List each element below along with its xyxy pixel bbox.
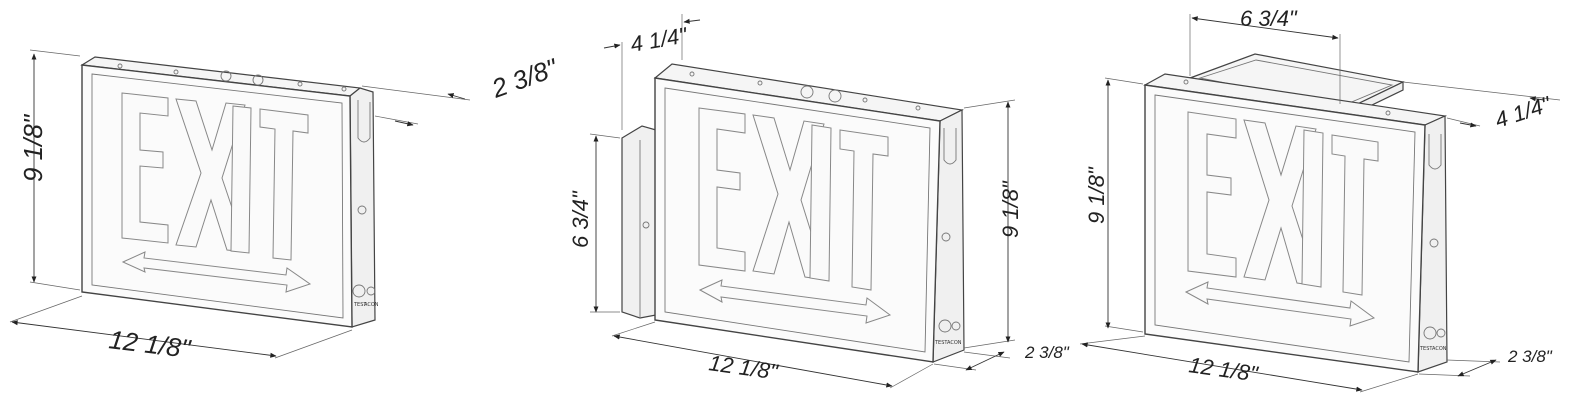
mounting-knockouts	[689, 71, 921, 111]
height-dim-1: 9 1/8"	[18, 113, 48, 182]
view-end-mount: TEST ACON 9 1/8" 12 1/8" 2 3/8"	[9, 49, 563, 364]
canopy-width-dim: 6 3/4"	[1240, 6, 1298, 31]
test-button	[352, 284, 366, 298]
depth-dim-3: 2 3/8"	[1507, 347, 1553, 366]
bracket-height-dim: 6 3/4"	[568, 190, 593, 248]
acon-label: ACON	[1432, 346, 1447, 352]
acon-label: ACON	[364, 302, 379, 308]
indicator-led	[366, 286, 376, 296]
view-wall-mount: TEST ACON 6 3/4" 4 1/4" 9 1/8" 12 1/8"	[568, 14, 1070, 389]
exit-letters	[121, 92, 309, 261]
canopy-depth-dim: 4 1/4"	[1492, 91, 1555, 133]
double-arrow-icon	[698, 279, 892, 324]
double-arrow-icon	[121, 251, 312, 293]
width-dim-1: 12 1/8"	[107, 324, 193, 364]
exit-letters	[1187, 111, 1379, 296]
width-dim-2: 12 1/8"	[707, 350, 780, 385]
double-arrow-icon	[1184, 281, 1376, 327]
height-dim-2: 9 1/8"	[998, 180, 1023, 238]
depth-dim-2: 2 3/8"	[1024, 343, 1070, 362]
width-dim-3: 12 1/8"	[1187, 352, 1260, 387]
depth-dim-1: 2 3/8"	[487, 52, 563, 104]
housing-side	[349, 87, 376, 328]
exit-letters	[698, 107, 889, 291]
wall-bracket	[621, 125, 657, 319]
test-label: TEST	[1419, 346, 1433, 352]
view-ceiling-mount: TEST ACON 6 3/4" 4 1/4" 9 1/8" 12 1/8"	[1079, 6, 1561, 393]
mounting-knockouts	[117, 63, 347, 92]
indicator-led	[951, 321, 961, 331]
test-button	[1423, 326, 1437, 340]
test-button	[938, 319, 952, 333]
indicator-led	[1436, 328, 1446, 338]
bracket-depth-dim: 4 1/4"	[629, 22, 690, 57]
screw-icon	[941, 232, 951, 242]
screw-icon	[1429, 238, 1439, 248]
screw-icon	[357, 205, 367, 215]
height-dim-3: 9 1/8"	[1084, 166, 1109, 224]
acon-label: ACON	[947, 340, 962, 346]
test-label: TEST	[353, 302, 367, 308]
test-label: TEST	[934, 340, 948, 346]
